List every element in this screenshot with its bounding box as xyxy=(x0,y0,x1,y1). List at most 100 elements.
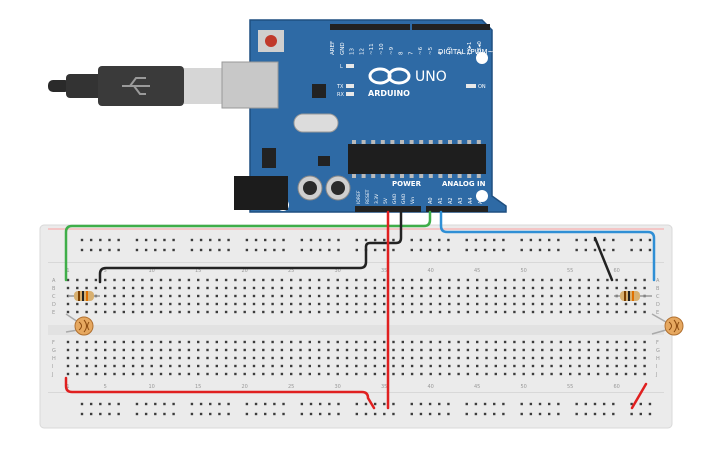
breadboard-hole[interactable] xyxy=(383,364,386,368)
breadboard-hole[interactable] xyxy=(587,286,590,290)
breadboard-hole[interactable] xyxy=(252,340,256,344)
breadboard-hole[interactable] xyxy=(308,310,311,314)
breadboard-hole[interactable] xyxy=(578,286,581,290)
wire-black-gnd[interactable] xyxy=(98,210,403,284)
breadboard-hole[interactable] xyxy=(215,356,218,360)
breadboard-hole[interactable] xyxy=(150,364,153,368)
breadboard-hole[interactable] xyxy=(612,248,615,252)
breadboard-hole[interactable] xyxy=(159,302,163,306)
breadboard-hole[interactable] xyxy=(420,278,423,282)
breadboard-hole[interactable] xyxy=(190,238,194,242)
breadboard-hole[interactable] xyxy=(224,278,228,282)
breadboard-hole[interactable] xyxy=(392,310,395,314)
breadboard-hole[interactable] xyxy=(299,348,302,352)
breadboard-hole[interactable] xyxy=(271,348,274,352)
breadboard-holes[interactable] xyxy=(66,238,652,416)
breadboard-hole[interactable] xyxy=(383,412,386,416)
breadboard-hole[interactable] xyxy=(438,286,442,290)
breadboard-hole[interactable] xyxy=(264,238,267,242)
breadboard-hole[interactable] xyxy=(327,372,330,376)
breadboard-hole[interactable] xyxy=(457,356,460,360)
breadboard-hole[interactable] xyxy=(612,238,615,242)
breadboard-hole[interactable] xyxy=(513,356,516,360)
breadboard-hole[interactable] xyxy=(502,412,505,416)
breadboard-hole[interactable] xyxy=(104,364,107,368)
usb-cable[interactable] xyxy=(48,66,224,106)
breadboard-hole[interactable] xyxy=(513,348,516,352)
breadboard-hole[interactable] xyxy=(476,302,479,306)
breadboard-hole[interactable] xyxy=(169,348,172,352)
breadboard-hole[interactable] xyxy=(578,348,581,352)
breadboard-hole[interactable] xyxy=(290,356,293,360)
breadboard-hole[interactable] xyxy=(634,302,637,306)
breadboard-hole[interactable] xyxy=(550,310,553,314)
breadboard-hole[interactable] xyxy=(550,348,553,352)
breadboard-hole[interactable] xyxy=(428,238,432,242)
breadboard-hole[interactable] xyxy=(215,294,218,298)
breadboard-hole[interactable] xyxy=(345,286,349,290)
breadboard-hole[interactable] xyxy=(373,310,377,314)
breadboard-hole[interactable] xyxy=(336,286,339,290)
breadboard-hole[interactable] xyxy=(355,248,359,252)
breadboard-hole[interactable] xyxy=(108,248,111,252)
breadboard-hole[interactable] xyxy=(522,294,525,298)
breadboard-hole[interactable] xyxy=(428,402,432,406)
breadboard-hole[interactable] xyxy=(336,340,339,344)
reset-button-cap[interactable] xyxy=(265,35,277,47)
breadboard-hole[interactable] xyxy=(159,294,163,298)
breadboard-hole[interactable] xyxy=(531,302,535,306)
breadboard-hole[interactable] xyxy=(606,278,609,282)
breadboard-hole[interactable] xyxy=(113,310,116,314)
breadboard-hole[interactable] xyxy=(494,278,497,282)
breadboard-hole[interactable] xyxy=(215,302,218,306)
breadboard-hole[interactable] xyxy=(199,402,203,406)
breadboard-hole[interactable] xyxy=(117,412,120,416)
breadboard-hole[interactable] xyxy=(94,302,98,306)
breadboard-hole[interactable] xyxy=(513,364,516,368)
breadboard-hole[interactable] xyxy=(513,286,516,290)
breadboard-hole[interactable] xyxy=(215,340,218,344)
breadboard-hole[interactable] xyxy=(466,278,470,282)
breadboard-hole[interactable] xyxy=(513,278,516,282)
breadboard-hole[interactable] xyxy=(190,402,194,406)
breadboard-hole[interactable] xyxy=(234,356,237,360)
breadboard-hole[interactable] xyxy=(485,294,488,298)
breadboard-hole[interactable] xyxy=(178,286,181,290)
breadboard-hole[interactable] xyxy=(485,364,488,368)
breadboard-hole[interactable] xyxy=(224,348,228,352)
breadboard-hole[interactable] xyxy=(550,302,553,306)
breadboard-hole[interactable] xyxy=(485,372,488,376)
breadboard-hole[interactable] xyxy=(163,248,166,252)
breadboard-hole[interactable] xyxy=(547,412,551,416)
breadboard-hole[interactable] xyxy=(108,412,111,416)
breadboard-hole[interactable] xyxy=(448,340,451,344)
breadboard-hole[interactable] xyxy=(243,302,246,306)
breadboard-hole[interactable] xyxy=(141,364,144,368)
breadboard-hole[interactable] xyxy=(318,238,322,242)
breadboard-hole[interactable] xyxy=(99,412,102,416)
breadboard-hole[interactable] xyxy=(466,294,470,298)
breadboard-hole[interactable] xyxy=(271,364,274,368)
breadboard-hole[interactable] xyxy=(308,278,311,282)
breadboard-hole[interactable] xyxy=(420,302,423,306)
breadboard-hole[interactable] xyxy=(113,340,116,344)
breadboard-hole[interactable] xyxy=(578,372,581,376)
breadboard-hole[interactable] xyxy=(280,356,284,360)
breadboard-hole[interactable] xyxy=(502,238,505,242)
breadboard-hole[interactable] xyxy=(150,286,153,290)
breadboard-hole[interactable] xyxy=(429,372,432,376)
wire-red-right[interactable] xyxy=(630,382,648,410)
breadboard-hole[interactable] xyxy=(569,286,572,290)
breadboard-hole[interactable] xyxy=(150,340,153,344)
breadboard-hole[interactable] xyxy=(245,248,249,252)
breadboard-hole[interactable] xyxy=(336,364,339,368)
breadboard-hole[interactable] xyxy=(317,372,321,376)
breadboard-hole[interactable] xyxy=(197,348,200,352)
breadboard-hole[interactable] xyxy=(513,294,516,298)
breadboard-hole[interactable] xyxy=(144,248,148,252)
breadboard-hole[interactable] xyxy=(282,402,285,406)
breadboard-hole[interactable] xyxy=(520,248,523,252)
breadboard-hole[interactable] xyxy=(643,310,646,314)
breadboard-hole[interactable] xyxy=(584,402,588,406)
breadboard-hole[interactable] xyxy=(559,310,563,314)
